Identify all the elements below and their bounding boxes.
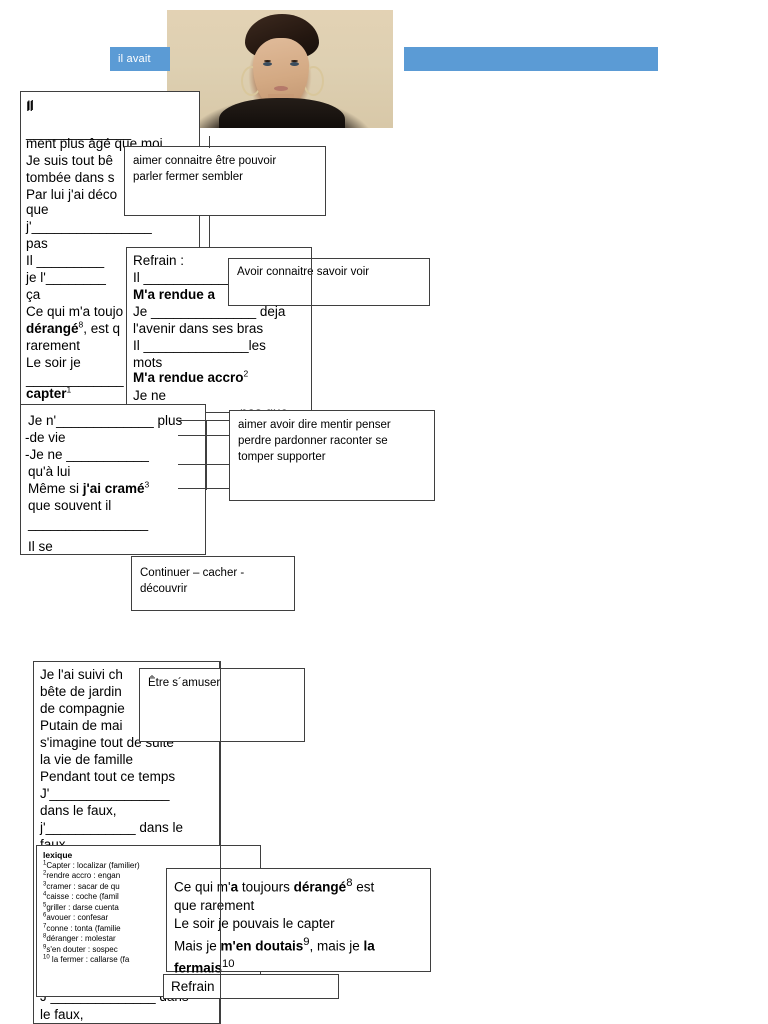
refrain-line-8: Je ne [133, 388, 167, 403]
lexique-entry: 8déranger : molestar [43, 933, 116, 943]
leader-line-2 [178, 435, 230, 436]
lyric-line-14: dérangé8, est q [26, 319, 121, 336]
blue-label-il-avait[interactable]: il avait [110, 47, 170, 71]
verbs-box-4-line-1: Continuer – cacher - [140, 567, 245, 579]
lexique-entry: 2rendre accro : engan [43, 870, 121, 880]
lexique-entry: 4caisse : coche (famil [43, 891, 119, 901]
refrain-heading: Refrain : [133, 253, 185, 268]
quote-line-5: fermais10 [174, 958, 235, 976]
refrain-line-2: M'a rendue a [133, 287, 215, 302]
leader-line-3 [178, 464, 230, 465]
lyric-line-4: Je suis tout bê [26, 153, 114, 168]
lexique-entry: 1Capter : localizar (familier) [43, 859, 140, 870]
leader-spine [206, 420, 207, 490]
lyrics3-line-3: de compagnie [40, 701, 125, 716]
verbs-box-1-line-2: parler fermer sembler [133, 171, 243, 183]
lyric-line-10: Il _________ [26, 253, 105, 268]
lyrics3-line-7: Pendant tout ce temps [40, 769, 176, 784]
verbs-box-1: aimer connaitre être pouvoir parler ferm… [124, 146, 326, 216]
quote-line-3: Le soir je pouvais le capter [174, 915, 335, 931]
lyric-line-2: ______________ [26, 125, 132, 140]
quote-line-1: Ce qui m'a toujours dérangé8 est [174, 877, 375, 895]
verbs-box-3-line-1: aimer avoir dire mentir penser [238, 419, 391, 431]
lyrics2-line-4: qu'à lui [28, 464, 71, 479]
lexique-title: lexique [43, 850, 73, 860]
lyric-line-1: Il [26, 99, 33, 114]
photo-eye-right [290, 62, 299, 66]
lyric-line-12: ça [26, 287, 41, 302]
verbs-box-4: Continuer – cacher - découvrir [131, 556, 295, 611]
refrain-line-5: Il ______________les [133, 338, 266, 353]
lyrics3-line-8: J'________________ [40, 786, 170, 801]
refrain-line-6: mots [133, 355, 163, 370]
lexique-entry: 6avouer : confesar [43, 912, 109, 922]
lyric-line-16: Le soir je [26, 355, 81, 370]
lyric-line-11: je l'________ [26, 270, 106, 285]
lexique-entry: 5griller : darse cuenta [43, 901, 119, 912]
photo-dress [219, 98, 345, 128]
verbs-box-1-line-1: aimer connaitre être pouvoir [133, 155, 277, 167]
connector-verbs1-up [209, 136, 210, 148]
lyrics-box-2 [20, 404, 206, 555]
lyric-line-7: que [26, 202, 49, 217]
verbs-box-2: Avoir connaitre savoir voir [228, 258, 430, 306]
lyrics2-line-7: ________________ [28, 516, 149, 531]
lyrics3-line-9: dans le faux, [40, 803, 117, 818]
verbs-box-5-line-1: Être s´amuser [148, 677, 221, 689]
quote-line-4: Mais je m'en doutais9, mais je la [174, 935, 375, 954]
verbs-box-3: aimer avoir dire mentir penser perdre pa… [229, 410, 435, 501]
lyric-line-6: Par lui j'ai déco [26, 187, 118, 202]
refrain-right-spine [311, 247, 312, 410]
lyrics2-line-1: Je n'_____________ plus [28, 413, 183, 428]
lower-spine [220, 661, 221, 1024]
lexique-entry: 7conne : tonta (familie [43, 922, 121, 933]
lyrics2-line-3: -Je ne ___________ [25, 447, 149, 462]
lyrics2-line-2: -de vie [25, 430, 66, 445]
lyrics3-line-1: Je l'ai suivi ch [40, 667, 123, 682]
verbs-box-3-line-2: perdre pardonner raconter se [238, 435, 388, 447]
quote-line-2: que rarement [174, 897, 255, 913]
refrain-label: Refrain [171, 979, 215, 994]
refrain-line-7: M'a rendue accro2 [133, 368, 249, 385]
connector-verbs1-down [209, 216, 210, 248]
quote-box: Ce qui m'a toujours dérangé8 est que rar… [166, 868, 431, 976]
lyrics2-line-5: Même si j'ai cramé3 [28, 479, 150, 496]
lyrics3-line-10: j'____________ dans le [40, 820, 183, 835]
lyric-line-9: pas [26, 236, 48, 251]
verbs-box-5: Être s´amuser [139, 668, 305, 742]
refrain-line-3: Je ______________ deja [133, 304, 286, 319]
blue-banner-bar[interactable] [404, 47, 658, 71]
lyrics2-line-6: que souvent il [28, 498, 112, 513]
lyric-line-17: _____________ [26, 372, 124, 387]
lyrics3-line-6: la vie de famille [40, 752, 134, 767]
refrain-line-4: l'avenir dans ses bras [133, 321, 264, 336]
lyrics3-line-13: le faux, [40, 1007, 84, 1022]
verbs-box-3-line-3: tomper supporter [238, 451, 326, 463]
lyrics-main-text: Il [27, 98, 34, 113]
lexique-entry: 10 la fermer : callarse (fa [43, 954, 130, 964]
leader-line-4 [178, 488, 230, 489]
lyrics3-line-4: Putain de mai [40, 718, 123, 733]
lyric-line-13: Ce qui m'a toujo [26, 304, 124, 319]
lyric-line-8: j'________________ [26, 219, 152, 234]
lexique-entry: 9s'en douter : sospec [43, 943, 118, 954]
lyric-line-5: tombée dans s [26, 170, 115, 185]
lyric-line-15: rarement [26, 338, 81, 353]
leader-line-1 [178, 420, 230, 421]
lexique-entry: 3cramer : sacar de qu [43, 880, 120, 891]
refrain-label-box: Refrain [163, 974, 339, 999]
photo-lips [274, 86, 288, 91]
lyric-line-18: capter1 [26, 384, 72, 401]
lyrics2-line-8: Il se [28, 539, 53, 554]
photo-eye-left [263, 62, 272, 66]
verbs-box-2-line-1: Avoir connaitre savoir voir [237, 266, 370, 278]
portrait-photo [167, 10, 393, 128]
verbs-box-4-line-2: découvrir [140, 583, 188, 595]
refrain-line-1: Il ______________ [133, 270, 249, 285]
lyrics3-line-2: bête de jardin [40, 684, 122, 699]
rule-top [20, 91, 158, 92]
